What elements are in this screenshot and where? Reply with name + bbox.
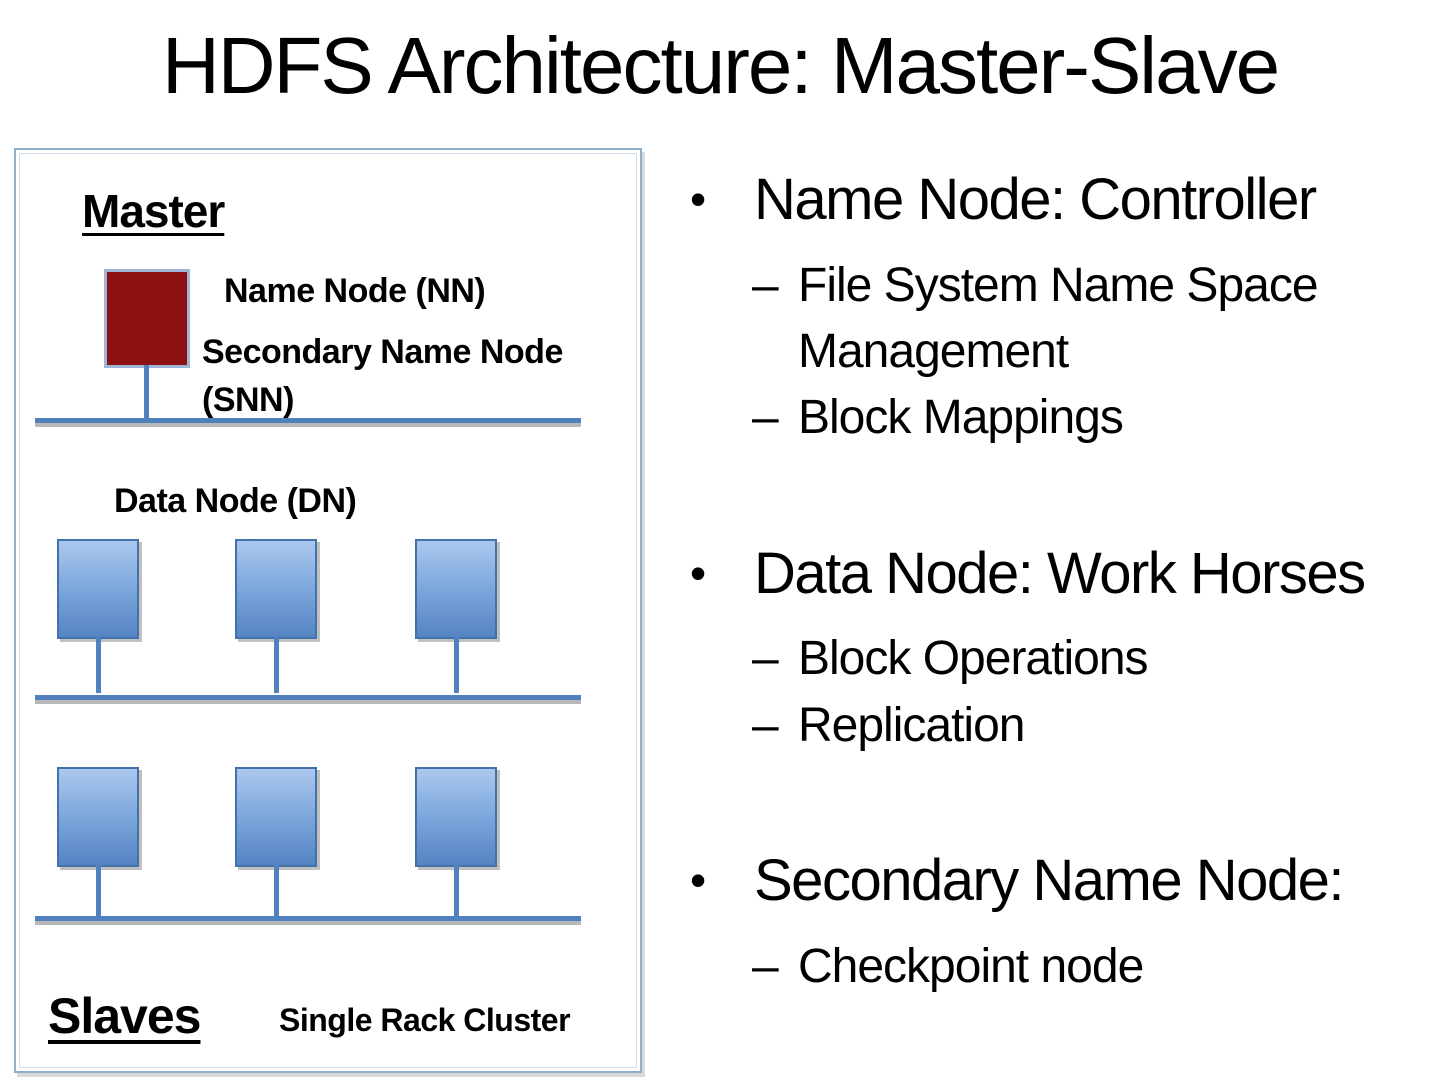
bullet-group-data-node: • Data Node: Work Horses – Block Operati… <box>690 540 1430 759</box>
bullet-dot-icon: • <box>690 853 707 906</box>
dash-icon: – <box>752 698 779 752</box>
bullet-dot-icon: • <box>690 173 707 225</box>
bullet-group-name-node: • Name Node: Controller – File System Na… <box>690 167 1430 452</box>
data-node-label: Data Node (DN) <box>114 482 357 520</box>
bullet-name-node: • Name Node: Controller <box>690 167 1430 232</box>
sub-bullet-text: Replication <box>798 698 1025 752</box>
bullet-secondary-name-node: • Secondary Name Node: <box>690 847 1430 913</box>
secondary-name-node-label: Secondary Name Node (SNN) <box>202 333 563 420</box>
sub-bullet-text: Block Mappings <box>798 391 1124 445</box>
data-node-box <box>235 767 317 916</box>
network-bus-line <box>35 418 581 423</box>
sub-bullet-replication: – Replication <box>752 693 1430 759</box>
dash-icon: – <box>752 632 779 686</box>
bullet-title: Name Node: Controller <box>754 167 1317 232</box>
sub-bullet-namespace: – File System Name Space Management <box>752 253 1430 385</box>
data-node-box <box>235 539 317 693</box>
dash-icon: – <box>752 391 779 445</box>
bullet-group-secondary-name-node: • Secondary Name Node: – Checkpoint node <box>690 847 1430 1000</box>
data-node-box <box>415 767 497 916</box>
data-node-box <box>57 767 139 916</box>
sub-bullet-checkpoint: – Checkpoint node <box>752 934 1430 1000</box>
sub-bullet-text: File System Name Space Management <box>798 258 1319 379</box>
data-node-box <box>415 539 497 693</box>
dash-icon: – <box>752 939 779 993</box>
sub-bullet-block-operations: – Block Operations <box>752 626 1430 692</box>
data-node-box <box>57 539 139 693</box>
slaves-label: Slaves <box>48 988 201 1044</box>
dash-icon: – <box>752 258 779 312</box>
master-label: Master <box>82 185 225 237</box>
name-node-box <box>104 269 190 418</box>
network-bus-line <box>35 695 581 700</box>
sub-bullet-text: Block Operations <box>798 632 1149 686</box>
bullet-title: Secondary Name Node: <box>754 847 1345 913</box>
rack-cluster-frame: Master Name Node (NN) Secondary Name Nod… <box>14 148 642 1073</box>
name-node-label: Name Node (NN) <box>224 272 486 310</box>
bullet-list: • Name Node: Controller – File System Na… <box>690 167 1430 1000</box>
sub-bullet-block-mappings: – Block Mappings <box>752 385 1430 451</box>
bullet-title: Data Node: Work Horses <box>754 540 1366 606</box>
bullet-dot-icon: • <box>690 546 707 599</box>
page-title: HDFS Architecture: Master-Slave <box>161 21 1280 110</box>
network-bus-line <box>35 916 581 921</box>
sub-bullet-text: Checkpoint node <box>798 939 1144 993</box>
bullet-data-node: • Data Node: Work Horses <box>690 540 1430 606</box>
single-rack-cluster-label: Single Rack Cluster <box>279 1002 571 1038</box>
